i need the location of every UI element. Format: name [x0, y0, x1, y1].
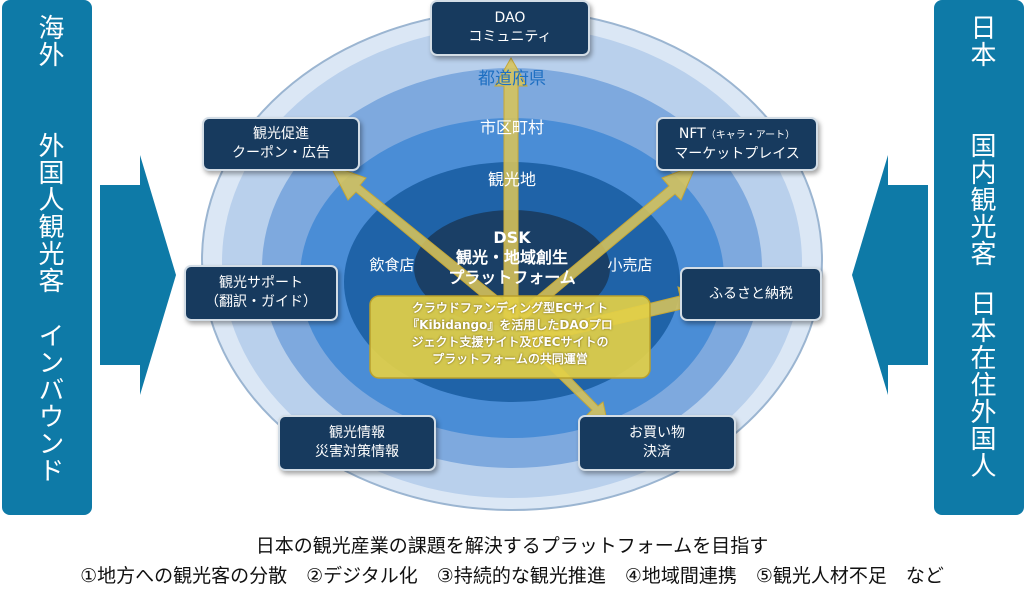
right-panel-title: 日本 [966, 14, 996, 68]
box-info-line-1: 観光情報 [329, 425, 385, 441]
box-furusato-line-1: ふるさと納税 [709, 285, 793, 302]
box-shopping-payment: お買い物 決済 [578, 415, 736, 471]
kibidango-line-2: 『Kibidango』を活用したDAOプロ [407, 318, 613, 332]
left-panel-inbound: インバウンド [34, 322, 64, 484]
box-promo-line-1: 観光促進 [253, 126, 309, 142]
ring-label-restaurant: 飲食店 [369, 256, 415, 274]
arrow-to-dao [494, 56, 528, 321]
right-panel-japan: 日本 国内観光客 日本在住外国人 [934, 0, 1024, 515]
left-inbound-arrow [100, 155, 176, 395]
center-line-platform: プラットフォーム [448, 268, 576, 287]
kibidango-box-bg [369, 295, 651, 379]
left-panel-overseas: 海外 外国人観光客 インバウンド [2, 0, 92, 515]
ring-label-prefecture: 都道府県 [478, 69, 546, 89]
center-line-tourism: 観光・地域創生 [455, 248, 568, 267]
left-panel-title: 海外 [34, 14, 64, 68]
box-support-line-1: 観光サポート [219, 275, 303, 291]
kibidango-line-1: クラウドファンディング型ECサイト [411, 301, 609, 315]
kibidango-line-4: プラットフォームの共同運営 [432, 352, 588, 366]
box-nft-line-1: NFT（キャラ・アート） [679, 125, 795, 145]
left-panel-subtitle: 外国人観光客 [34, 132, 64, 294]
ring-label-city: 市区町村 [479, 118, 544, 137]
right-panel-residents: 日本在住外国人 [966, 290, 996, 479]
right-panel-domestic: 国内観光客 [966, 132, 996, 267]
platform-center-label: DSK 観光・地域創生 プラットフォーム [412, 228, 612, 288]
box-furusato-tax: ふるさと納税 [680, 267, 822, 321]
box-tourism-support: 観光サポート （翻訳・ガイド） [184, 265, 338, 321]
box-shopping-line-1: お買い物 [629, 425, 685, 441]
box-nft-marketplace: NFT（キャラ・アート） マーケットプレイス [656, 117, 818, 171]
box-dao-line-2: コミュニティ [468, 29, 552, 45]
box-promotion-coupon: 観光促進 クーポン・広告 [202, 117, 360, 171]
right-inbound-arrow [852, 155, 928, 395]
ring-label-shop: 小売店 [607, 256, 653, 274]
box-dao-community: DAO コミュニティ [430, 0, 590, 56]
box-dao-line-1: DAO [494, 10, 526, 26]
box-shopping-line-2: 決済 [643, 444, 671, 460]
kibidango-line-3: ジェクト支援サイト及びECサイトの [411, 335, 609, 349]
box-promo-line-2: クーポン・広告 [232, 145, 330, 161]
box-support-line-2: （翻訳・ガイド） [205, 294, 317, 310]
caption-issues: ①地方への観光客の分散 ②デジタル化 ③持続的な観光推進 ④地域間連携 ⑤観光人… [80, 565, 944, 587]
box-nft-title: NFT [678, 125, 706, 142]
caption-goal: 日本の観光産業の課題を解決するプラットフォームを目指す [255, 535, 769, 557]
box-tourism-info: 観光情報 災害対策情報 [278, 415, 436, 471]
box-nft-small: （キャラ・アート） [705, 129, 796, 141]
box-nft-line-2: マーケットプレイス [674, 145, 800, 162]
box-info-line-2: 災害対策情報 [315, 444, 399, 460]
center-line-dsk: DSK [493, 228, 531, 247]
ring-label-tourist-spot: 観光地 [487, 170, 536, 189]
arrow-to-promo [328, 164, 507, 313]
kibidango-box-text: クラウドファンディング型ECサイト 『Kibidango』を活用したDAOプロ … [370, 300, 650, 368]
